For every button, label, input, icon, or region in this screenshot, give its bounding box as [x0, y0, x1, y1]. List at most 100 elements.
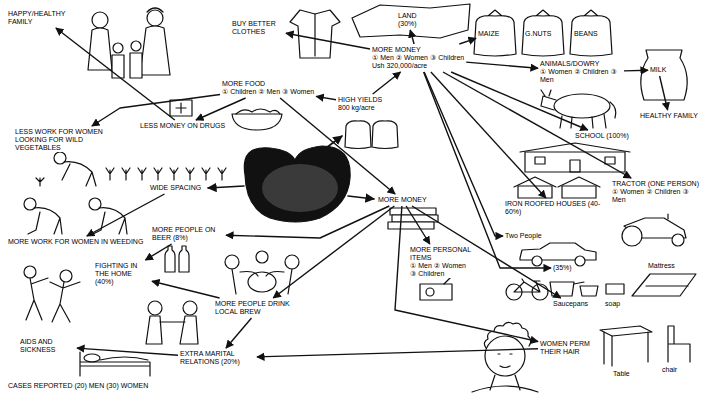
caption-node: EXTRA MARITAL RELATIONS (20%): [180, 350, 255, 366]
caption-node: WIDE SPACING: [150, 184, 201, 192]
caption-node: BEANS: [574, 30, 598, 38]
arrow-connector: [226, 318, 252, 348]
woman-gathering: [36, 152, 96, 186]
caption-node: TRACTOR (ONE PERSON)① Women ② Children ③…: [612, 180, 700, 204]
arrow-connector: [406, 206, 430, 244]
caption-node: Two People: [505, 232, 542, 240]
caption-node: (35%): [553, 264, 572, 272]
iron-roofed-houses: [514, 177, 600, 198]
caption-text: MAIZE: [478, 30, 499, 38]
caption-node: SCHOOL (100%): [575, 132, 629, 140]
women-weeding: [24, 198, 127, 234]
saucepans: [550, 282, 598, 296]
caption-text: MORE MONEY: [372, 46, 464, 54]
radio-drawing: [420, 276, 452, 300]
caption-node: AIDS AND SICKNESS: [20, 338, 75, 354]
caption-node: MORE PEOPLE DRINK LOCAL BREW: [215, 300, 305, 316]
caption-node: MORE PEOPLE ON BEER (8%): [152, 226, 224, 242]
caption-node: MAIZE: [478, 30, 499, 38]
caption-node: LESS WORK FOR WOMEN LOOKING FOR WILD VEG…: [15, 128, 125, 152]
note-text: CASES REPORTED (20) MEN (30) WOMEN: [8, 382, 148, 390]
sick-bed: [80, 352, 150, 376]
caption-text: HEALTHY FAMILY: [640, 112, 698, 120]
arrow-connector: [280, 98, 395, 194]
arrow-connector: [466, 62, 538, 68]
caption-text: MORE PEOPLE ON BEER (8%): [152, 226, 224, 242]
caption-text: HIGH YIELDS: [338, 96, 382, 104]
caption-text: LESS MONEY ON DRUGS: [140, 122, 225, 130]
arrow-connector: [410, 30, 414, 44]
arrow-connector: [395, 206, 538, 342]
caption-node: chair: [662, 366, 677, 374]
arrow-connector: [56, 28, 175, 120]
caption-text: soap: [605, 300, 620, 308]
caption-text: LESS WORK FOR WOMEN LOOKING FOR WILD VEG…: [15, 128, 125, 152]
money-stack: [388, 208, 438, 229]
caption-node: MORE MONEY: [378, 196, 427, 204]
caption-text: Mattress: [648, 262, 675, 270]
caption-text: BEANS: [574, 30, 598, 38]
caption-text: (30%): [398, 20, 417, 28]
caption-text: Table: [613, 370, 630, 378]
caption-node: ANIMALS/DOWRY① Women ② Children ③ Men: [540, 60, 622, 84]
caption-text: chair: [662, 366, 677, 374]
caption-text: MILK: [650, 66, 666, 74]
caption-text: MORE PERSONAL ITEMS: [410, 246, 472, 262]
arrow-connector: [286, 33, 370, 49]
caption-text: MORE FOOD: [222, 80, 314, 88]
arrow-connector: [373, 72, 401, 94]
caption-text: Two People: [505, 232, 542, 240]
caption-node: Table: [613, 370, 630, 378]
caption-node: G.NUTS: [525, 30, 551, 38]
arrow-connector: [660, 76, 668, 110]
caption-text: EXTRA MARITAL RELATIONS (20%): [180, 350, 255, 366]
table-drawing: [600, 326, 652, 366]
caption-text: ① Women ② Children ③ Men: [540, 68, 622, 84]
food-bowl: [232, 109, 282, 130]
arrow-connector: [152, 281, 220, 298]
caption-text: HAPPY/HEALTHY FAMILY: [8, 10, 78, 26]
arrow-connector: [196, 98, 246, 120]
chair-drawing: [668, 326, 690, 362]
cow-drawing: [541, 90, 616, 128]
caption-text: BUY BETTER CLOTHES: [232, 20, 284, 36]
caption-text: TRACTOR (ONE PERSON): [612, 180, 700, 188]
caption-text: 800 kg/acre: [338, 104, 382, 112]
soap-bar: [606, 284, 624, 294]
crop-sacks: [474, 10, 612, 56]
caption-text: Saucepans: [553, 300, 588, 308]
central-seed: [244, 146, 350, 222]
arrow-connector: [226, 206, 389, 238]
mattress-drawing: [632, 274, 696, 296]
arrow-connector: [145, 244, 171, 260]
seed-arrows: [208, 136, 374, 199]
arrow-connector: [424, 72, 503, 236]
caption-text: MORE PEOPLE DRINK LOCAL BREW: [215, 300, 305, 316]
car-drawing: [520, 243, 596, 266]
caption-node: IRON ROOFED HOUSES (40-60%): [505, 200, 605, 216]
drug-box: [170, 100, 192, 116]
arrow-connector: [257, 349, 538, 357]
caption-node: HAPPY/HEALTHY FAMILY: [8, 10, 78, 26]
caption-text: FIGHTING IN THE HOME (40%): [95, 262, 150, 286]
caption-node: MORE WORK FOR WOMEN IN WEEDING: [8, 238, 143, 246]
caption-text: ① Women ② Children ③ Men: [612, 188, 700, 204]
arrow-connector: [443, 72, 631, 178]
caption-node: WOMEN PERM THEIR HAIR: [540, 340, 595, 356]
family-figure: [88, 8, 170, 78]
caption-text: MORE WORK FOR WOMEN IN WEEDING: [8, 238, 143, 246]
plant-row: [106, 168, 226, 180]
arrow-connector: [459, 38, 476, 44]
caption-node: MORE PERSONAL ITEMS① Men ② Women ③ Child…: [410, 246, 472, 278]
caption-node: MILK: [650, 66, 666, 74]
caption-text: ① Children ② Men ③ Women: [222, 88, 314, 96]
caption-node: soap: [605, 300, 620, 308]
caption-text: WOMEN PERM THEIR HAIR: [540, 340, 595, 356]
caption-text: SCHOOL (100%): [575, 132, 629, 140]
caption-node: LAND(30%): [398, 12, 417, 28]
caption-text: AIDS AND SICKNESS: [20, 338, 75, 354]
caption-text: Ush 320,000/acre: [372, 62, 464, 70]
caption-node: Mattress: [648, 262, 675, 270]
caption-text: IRON ROOFED HOUSES (40-60%): [505, 200, 605, 216]
arrow-connector: [77, 348, 178, 355]
